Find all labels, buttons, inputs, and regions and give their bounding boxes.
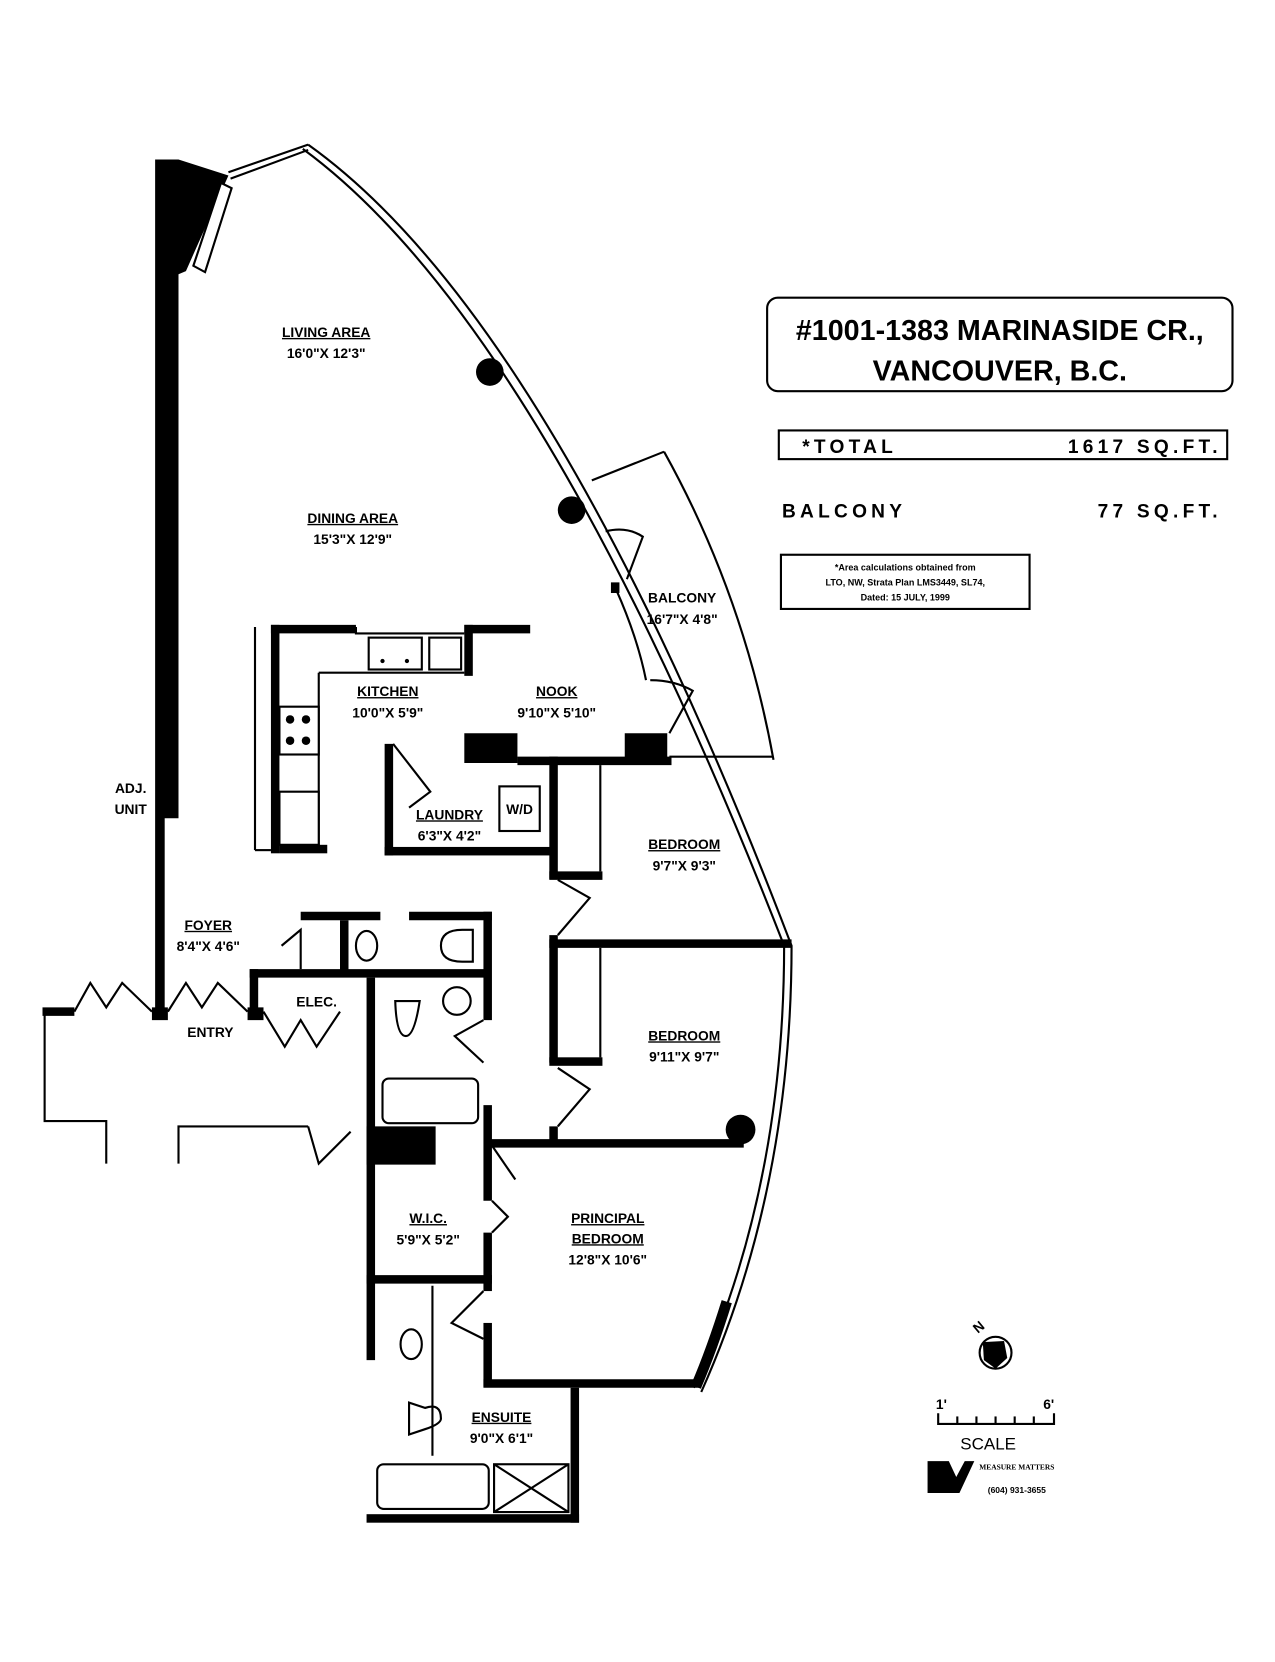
company-name: MEASURE MATTERS xyxy=(979,1463,1054,1472)
ensuite-label: ENSUITE xyxy=(472,1409,532,1425)
dishwasher-icon xyxy=(428,636,463,671)
total-value: 1617 SQ.FT. xyxy=(1068,437,1222,458)
core-walls xyxy=(249,911,702,1523)
principal-label: BEDROOM xyxy=(572,1230,644,1246)
scale-bar: 1' 6' SCALE xyxy=(936,1396,1056,1453)
north-label: N xyxy=(969,1318,987,1337)
company-logo: MEASURE MATTERS (604) 931-3655 xyxy=(927,1461,1054,1495)
adj-unit-label: UNIT xyxy=(115,801,148,817)
nook-size: 9'10"X 5'10" xyxy=(517,704,596,720)
area-note: *Area calculations obtained from LTO, NW… xyxy=(779,553,1031,610)
entry-label: ENTRY xyxy=(187,1024,233,1040)
wic-label: W.I.C. xyxy=(409,1210,447,1226)
column xyxy=(557,496,586,524)
area-summary: *TOTAL 1617 SQ.FT. BALCONY 77 SQ.FT. xyxy=(777,429,1229,523)
kitchen-walls xyxy=(253,624,531,854)
note-line: Dated: 15 JULY, 1999 xyxy=(861,592,950,602)
company-phone: (604) 931-3655 xyxy=(988,1485,1046,1495)
column xyxy=(725,1114,756,1145)
room-labels: LIVING AREA 16'0"X 12'3" DINING AREA 15'… xyxy=(115,324,721,1446)
dining-size: 15'3"X 12'9" xyxy=(313,531,392,547)
balcony-label: BALCONY xyxy=(648,590,716,606)
column xyxy=(476,358,504,386)
bedroom1-label: BEDROOM xyxy=(648,836,720,852)
elec-label: ELEC. xyxy=(296,993,337,1009)
exterior-walls xyxy=(155,143,793,1393)
sink-icon xyxy=(442,986,472,1016)
living-label: LIVING AREA xyxy=(282,324,370,340)
scale-end: 6' xyxy=(1043,1396,1054,1412)
wic-size: 5'9"X 5'2" xyxy=(397,1231,460,1247)
toilet-icon xyxy=(394,999,421,1038)
nook-label: NOOK xyxy=(536,683,577,699)
principal-size: 12'8"X 10'6" xyxy=(568,1252,647,1268)
bathtub-icon xyxy=(376,1463,490,1510)
address-box: #1001-1383 MARINASIDE CR., VANCOUVER, B.… xyxy=(766,296,1234,393)
sink-icon xyxy=(354,929,379,962)
address-line1: #1001-1383 MARINASIDE CR., xyxy=(796,315,1204,347)
sink-icon xyxy=(367,636,423,671)
kitchen-label: KITCHEN xyxy=(357,683,418,699)
scale-start: 1' xyxy=(936,1396,947,1412)
laundry-size: 6'3"X 4'2" xyxy=(418,828,481,844)
toilet-icon xyxy=(439,928,474,963)
balcony-size: 16'7"X 4'8" xyxy=(647,611,718,627)
bedroom2-label: BEDROOM xyxy=(648,1027,720,1043)
laundry-label: LAUNDRY xyxy=(416,806,483,822)
scale-label: SCALE xyxy=(960,1434,1016,1453)
bedroom1-size: 9'7"X 9'3" xyxy=(653,857,716,873)
balcony-area-label: BALCONY xyxy=(782,502,906,523)
fridge-icon xyxy=(278,790,320,846)
note-line: LTO, NW, Strata Plan LMS3449, SL74, xyxy=(826,578,986,588)
kitchen-size: 10'0"X 5'9" xyxy=(352,704,423,720)
note-line: *Area calculations obtained from xyxy=(835,563,976,573)
principal-label: PRINCIPAL xyxy=(571,1210,644,1226)
bedroom2-size: 9'11"X 9'7" xyxy=(649,1049,719,1065)
toilet-icon xyxy=(408,1401,443,1436)
stove-icon xyxy=(278,705,320,756)
total-label: *TOTAL xyxy=(802,437,897,458)
bathtub-icon xyxy=(381,1077,480,1125)
dining-label: DINING AREA xyxy=(307,510,398,526)
ensuite-size: 9'0"X 6'1" xyxy=(470,1430,533,1446)
sink-icon xyxy=(399,1328,423,1361)
balcony-area-value: 77 SQ.FT. xyxy=(1098,502,1222,523)
address-line2: VANCOUVER, B.C. xyxy=(873,356,1127,388)
bedroom-walls xyxy=(488,756,792,1148)
adj-unit-label: ADJ. xyxy=(115,780,146,796)
living-size: 16'0"X 12'3" xyxy=(287,345,366,361)
foyer-label: FOYER xyxy=(184,917,232,933)
balcony-outline xyxy=(591,450,775,761)
north-arrow-icon: N xyxy=(969,1318,1013,1370)
laundry-walls xyxy=(384,733,672,856)
entry-walls xyxy=(42,980,352,1166)
foyer-size: 8'4"X 4'6" xyxy=(177,938,240,954)
washer-dryer-label: W/D xyxy=(506,801,533,817)
